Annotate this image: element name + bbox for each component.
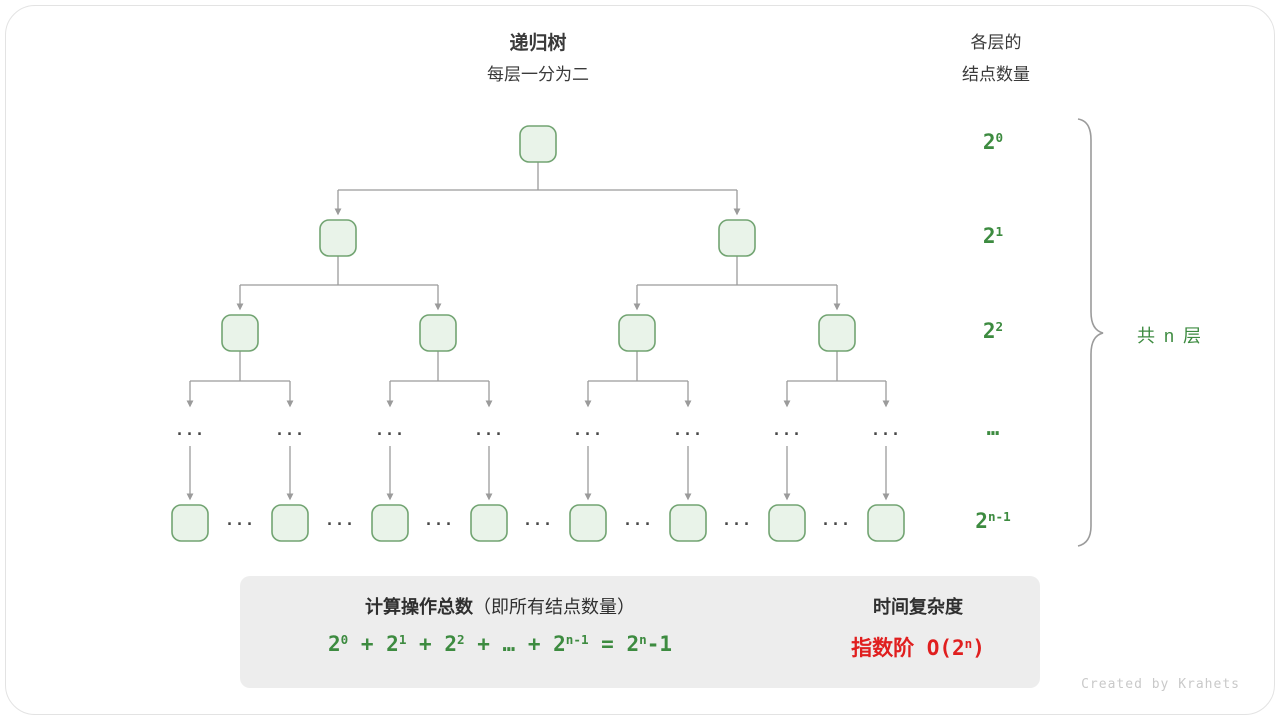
level-count-last: 2n-1 xyxy=(975,509,1011,533)
ellipsis: ... xyxy=(573,421,604,439)
level-count-ellipsis: … xyxy=(986,416,1000,440)
brace-label: 共 n 层 xyxy=(1136,326,1203,346)
summary-left-title-note: （即所有结点数量） xyxy=(473,597,635,617)
summary-panel xyxy=(240,576,1040,688)
right-column-subtitle: 结点数量 xyxy=(962,65,1030,84)
diagram-subtitle: 每层一分为二 xyxy=(487,65,589,84)
summary-left-title: 计算操作总数（即所有结点数量） xyxy=(260,593,740,619)
ellipsis: ... xyxy=(275,421,306,439)
summary-left-title-bold: 计算操作总数 xyxy=(365,597,473,617)
credit-text: Created by Krahets xyxy=(1081,677,1240,692)
summary-formula: 20 + 21 + 22 + … + 2n-1 = 2n-1 xyxy=(327,632,673,656)
level-count-1: 21 xyxy=(982,224,1004,248)
ellipsis: ... xyxy=(772,421,803,439)
ellipsis: ... xyxy=(325,511,356,529)
ellipsis: ... xyxy=(673,421,704,439)
right-column-title: 各层的 xyxy=(970,33,1022,52)
ellipsis: ... xyxy=(375,421,406,439)
ellipsis: ... xyxy=(821,511,852,529)
ellipsis: ... xyxy=(424,511,455,529)
diagram-title: 递归树 xyxy=(509,33,567,54)
ellipsis: ... xyxy=(722,511,753,529)
summary-right-title: 时间复杂度 xyxy=(873,597,963,617)
ellipsis: ... xyxy=(225,511,256,529)
ellipsis: ... xyxy=(523,511,554,529)
level-count-0: 20 xyxy=(982,130,1004,154)
ellipsis: ... xyxy=(871,421,902,439)
ellipsis: ... xyxy=(474,421,505,439)
ellipsis: ... xyxy=(623,511,654,529)
level-count-2: 22 xyxy=(982,319,1004,343)
ellipsis: ... xyxy=(175,421,206,439)
complexity-label: 指数阶 O(2n) xyxy=(851,636,985,660)
